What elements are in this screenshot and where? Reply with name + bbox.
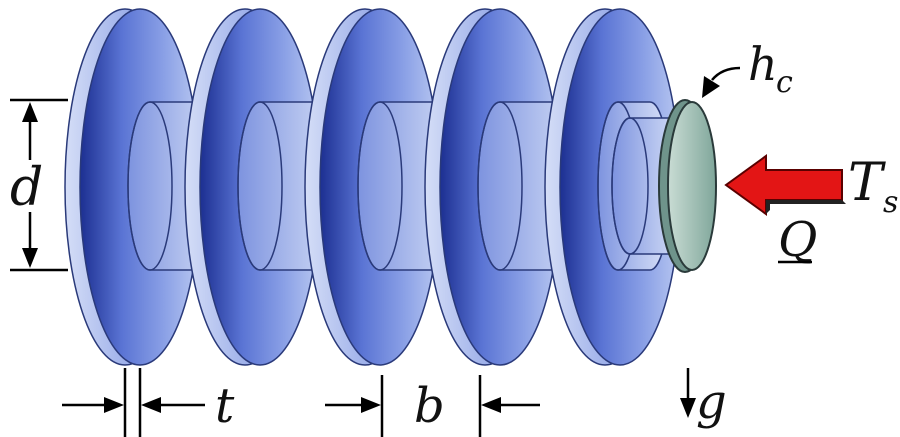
dimension-t: t — [62, 368, 235, 437]
label-h-subscript: c — [776, 65, 793, 100]
dimension-b: b — [325, 375, 540, 437]
heat-flow-arrow — [724, 154, 846, 216]
fin-tip-disk — [658, 99, 717, 273]
gravity-indicator: g — [680, 368, 727, 430]
label-T: T — [848, 153, 886, 213]
label-Q: Q — [778, 212, 817, 268]
fin-5 — [544, 8, 687, 366]
label-b: b — [414, 378, 445, 434]
label-t: t — [215, 378, 235, 434]
label-g: g — [696, 374, 727, 430]
label-hc-group: h c — [702, 37, 793, 100]
label-T-subscript: s — [883, 185, 898, 220]
label-h: h — [748, 37, 778, 91]
label-d: d — [10, 158, 43, 218]
dimension-d: d — [10, 98, 68, 272]
fin-3 — [304, 8, 471, 366]
hc-leader — [711, 66, 741, 81]
